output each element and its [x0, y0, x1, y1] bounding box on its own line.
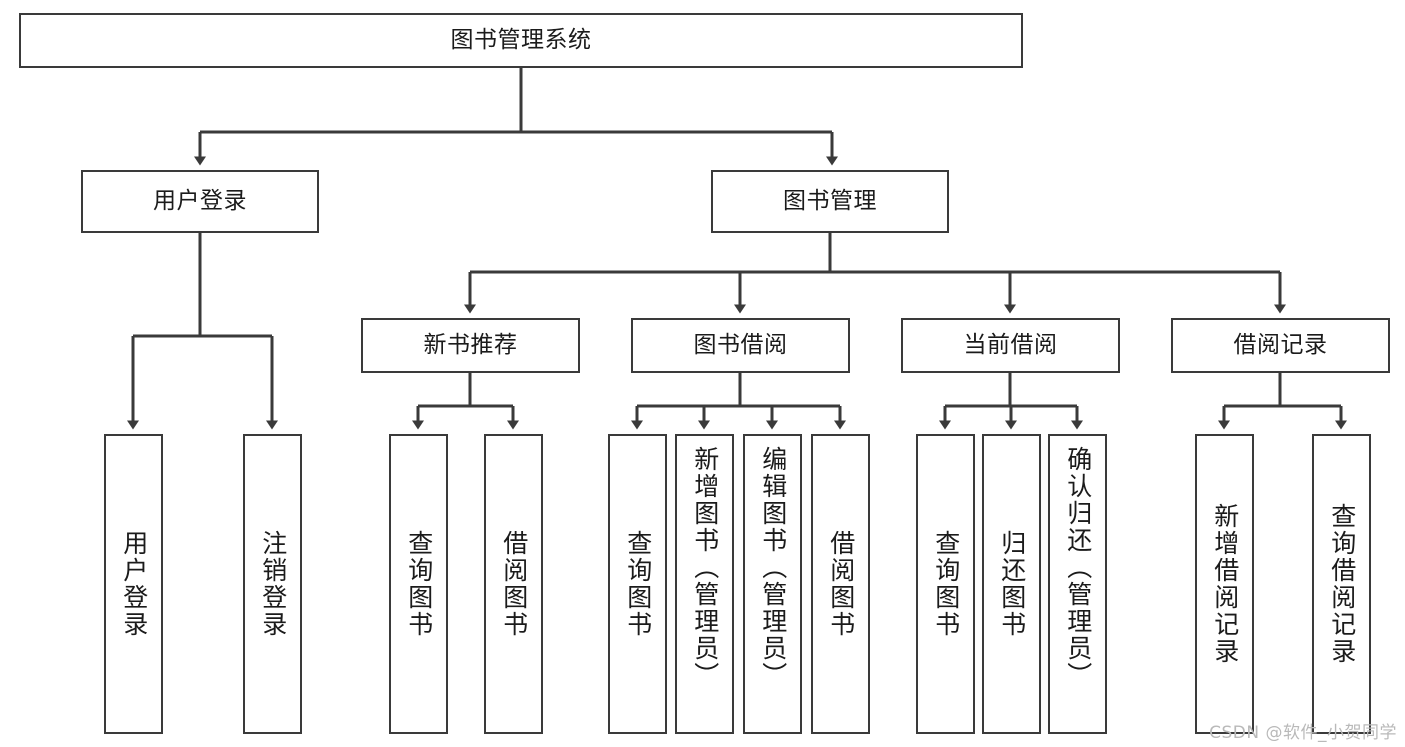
- node-label: 新书推荐: [423, 331, 518, 358]
- leaf-recommend-borrow-book[interactable]: 借阅图书: [484, 434, 543, 734]
- node-borrow-record[interactable]: 借阅记录: [1171, 318, 1390, 373]
- leaf-record-query-record[interactable]: 查询借阅记录: [1312, 434, 1371, 734]
- node-label: 确认归还（管理员）: [1063, 446, 1093, 689]
- node-book-borrow[interactable]: 图书借阅: [631, 318, 850, 373]
- node-label: 用户登录: [119, 530, 149, 638]
- leaf-user-login-logout[interactable]: 注销登录: [243, 434, 302, 734]
- node-label: 编辑图书（管理员）: [758, 446, 788, 689]
- leaf-current-return-book[interactable]: 归还图书: [982, 434, 1041, 734]
- node-label: 查询图书: [623, 530, 653, 638]
- node-label: 图书管理系统: [450, 26, 592, 53]
- node-label: 图书借阅: [693, 331, 788, 358]
- leaf-record-add-record[interactable]: 新增借阅记录: [1195, 434, 1254, 734]
- node-label: 查询借阅记录: [1327, 503, 1357, 665]
- node-label: 新增借阅记录: [1210, 503, 1240, 665]
- node-current-borrow[interactable]: 当前借阅: [901, 318, 1120, 373]
- node-label: 借阅图书: [826, 530, 856, 638]
- node-label: 借阅记录: [1233, 331, 1328, 358]
- node-root-system[interactable]: 图书管理系统: [19, 13, 1023, 68]
- leaf-borrow-query-book[interactable]: 查询图书: [608, 434, 667, 734]
- leaf-borrow-borrow-book[interactable]: 借阅图书: [811, 434, 870, 734]
- leaf-borrow-add-book-admin[interactable]: 新增图书（管理员）: [675, 434, 734, 734]
- node-label: 借阅图书: [499, 530, 529, 638]
- node-label: 新增图书（管理员）: [690, 446, 720, 689]
- node-label: 当前借阅: [963, 331, 1058, 358]
- node-label: 查询图书: [404, 530, 434, 638]
- leaf-user-login-login[interactable]: 用户登录: [104, 434, 163, 734]
- leaf-current-confirm-return-admin[interactable]: 确认归还（管理员）: [1048, 434, 1107, 734]
- node-new-book-recommend[interactable]: 新书推荐: [361, 318, 580, 373]
- node-user-login[interactable]: 用户登录: [81, 170, 319, 233]
- leaf-borrow-edit-book-admin[interactable]: 编辑图书（管理员）: [743, 434, 802, 734]
- node-book-management[interactable]: 图书管理: [711, 170, 949, 233]
- node-label: 归还图书: [997, 530, 1027, 638]
- node-label: 用户登录: [153, 187, 247, 214]
- node-label: 图书管理: [783, 187, 877, 214]
- node-label: 查询图书: [931, 530, 961, 638]
- watermark-text: CSDN @软件_小贺同学: [1209, 723, 1397, 743]
- leaf-recommend-query-book[interactable]: 查询图书: [389, 434, 448, 734]
- leaf-current-query-book[interactable]: 查询图书: [916, 434, 975, 734]
- node-label: 注销登录: [258, 530, 288, 638]
